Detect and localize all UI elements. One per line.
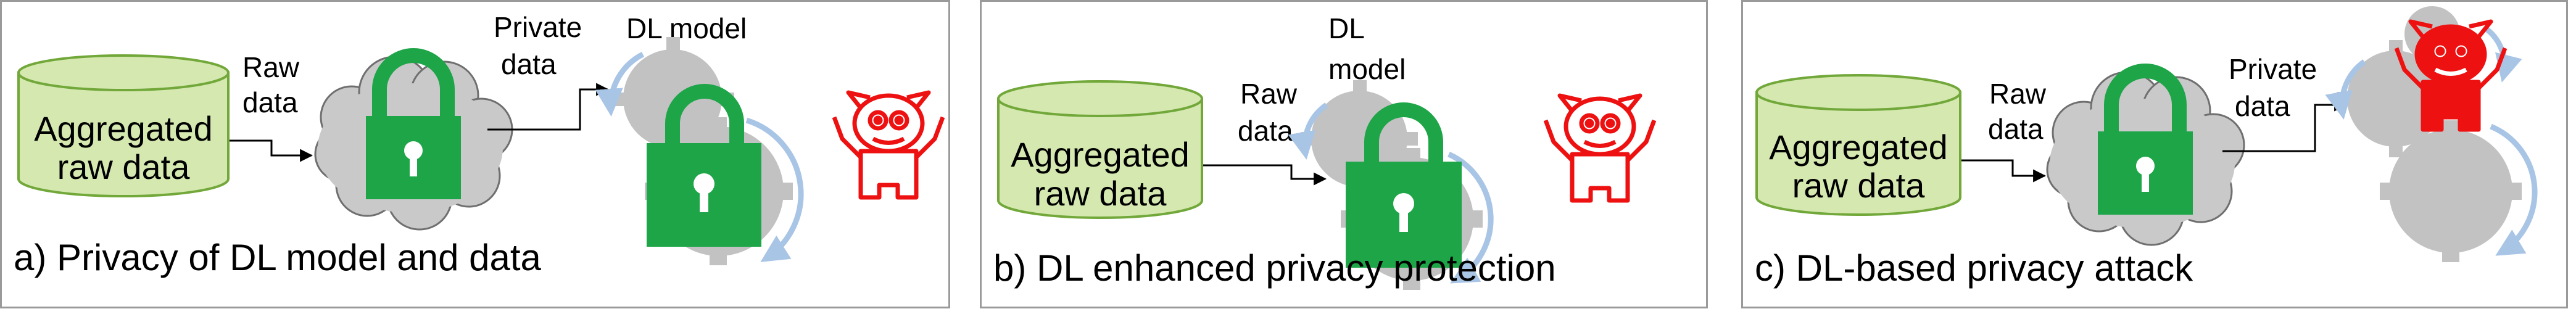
panel-c: Aggregated raw data Raw data Private dat… (1741, 0, 2568, 322)
model-label-line-1: DL (1328, 12, 1365, 44)
private-data-arrow-icon (487, 83, 610, 131)
raw-data-label-line-2: data (1988, 113, 2044, 145)
database-label-line-1: Aggregated (1011, 135, 1190, 174)
monster-icon (2394, 19, 2508, 132)
padlock-icon (2098, 64, 2193, 215)
rotation-arrow-icon (1288, 102, 1328, 160)
monster-icon (1543, 93, 1657, 203)
private-data-label-line-2: data (501, 48, 557, 80)
caption: b) DL enhanced privacy protection (993, 247, 1556, 289)
private-data-label-line-1: Private (2229, 53, 2317, 85)
rotation-arrow-icon (2483, 25, 2522, 83)
database-label-line-2: raw data (1034, 174, 1167, 213)
database-label-line-1: Aggregated (1769, 128, 1948, 167)
rotation-arrow-icon (2325, 59, 2366, 120)
raw-data-label-line-1: Raw (242, 51, 300, 83)
rotation-arrow-icon (1447, 151, 1494, 284)
private-data-label-line-1: Private (494, 11, 582, 43)
rotation-arrow-icon (745, 117, 804, 262)
padlock-icon (366, 48, 461, 199)
panel-a-frame (0, 0, 950, 308)
database-label-line-2: raw data (57, 147, 191, 186)
raw-data-label-line-2: data (242, 86, 298, 118)
raw-data-arrow-icon (1961, 159, 2047, 183)
private-data-label-line-2: data (2235, 90, 2290, 122)
panel-b-frame (980, 0, 1708, 308)
monster-icon (832, 90, 945, 200)
caption: c) DL-based privacy attack (1755, 247, 2193, 289)
raw-data-label-line-2: data (1238, 115, 1293, 147)
rotation-arrow-icon (2490, 123, 2538, 256)
raw-data-arrow-icon (230, 139, 313, 162)
database-cylinder-icon (1755, 74, 1961, 216)
padlock-icon (647, 84, 761, 247)
caption: a) Privacy of DL model and data (14, 237, 542, 278)
database-label-line-1: Aggregated (34, 109, 213, 148)
panel-c-frame (1741, 0, 2568, 308)
database-label-line-2: raw data (1792, 166, 1926, 205)
panel-a-diagram: Aggregated raw data Raw data Private dat… (14, 11, 945, 278)
raw-data-label-line-1: Raw (1989, 78, 2047, 110)
rotation-arrow-icon (595, 51, 645, 117)
model-label-line-2: model (1328, 53, 1406, 85)
padlock-icon (1346, 102, 1462, 268)
panel-b: Aggregated raw data Raw data DL model (980, 0, 1708, 322)
panel-c-diagram: Aggregated raw data Raw data Private dat… (1755, 6, 2538, 289)
raw-data-arrow-icon (1203, 164, 1327, 186)
raw-data-label-line-1: Raw (1240, 78, 1298, 110)
model-label: DL model (626, 12, 747, 44)
panel-b-diagram: Aggregated raw data Raw data DL model (993, 12, 1657, 290)
panel-a: Aggregated raw data Raw data Private dat… (0, 0, 950, 322)
database-cylinder-icon (17, 54, 230, 197)
database-cylinder-icon (997, 80, 1203, 219)
